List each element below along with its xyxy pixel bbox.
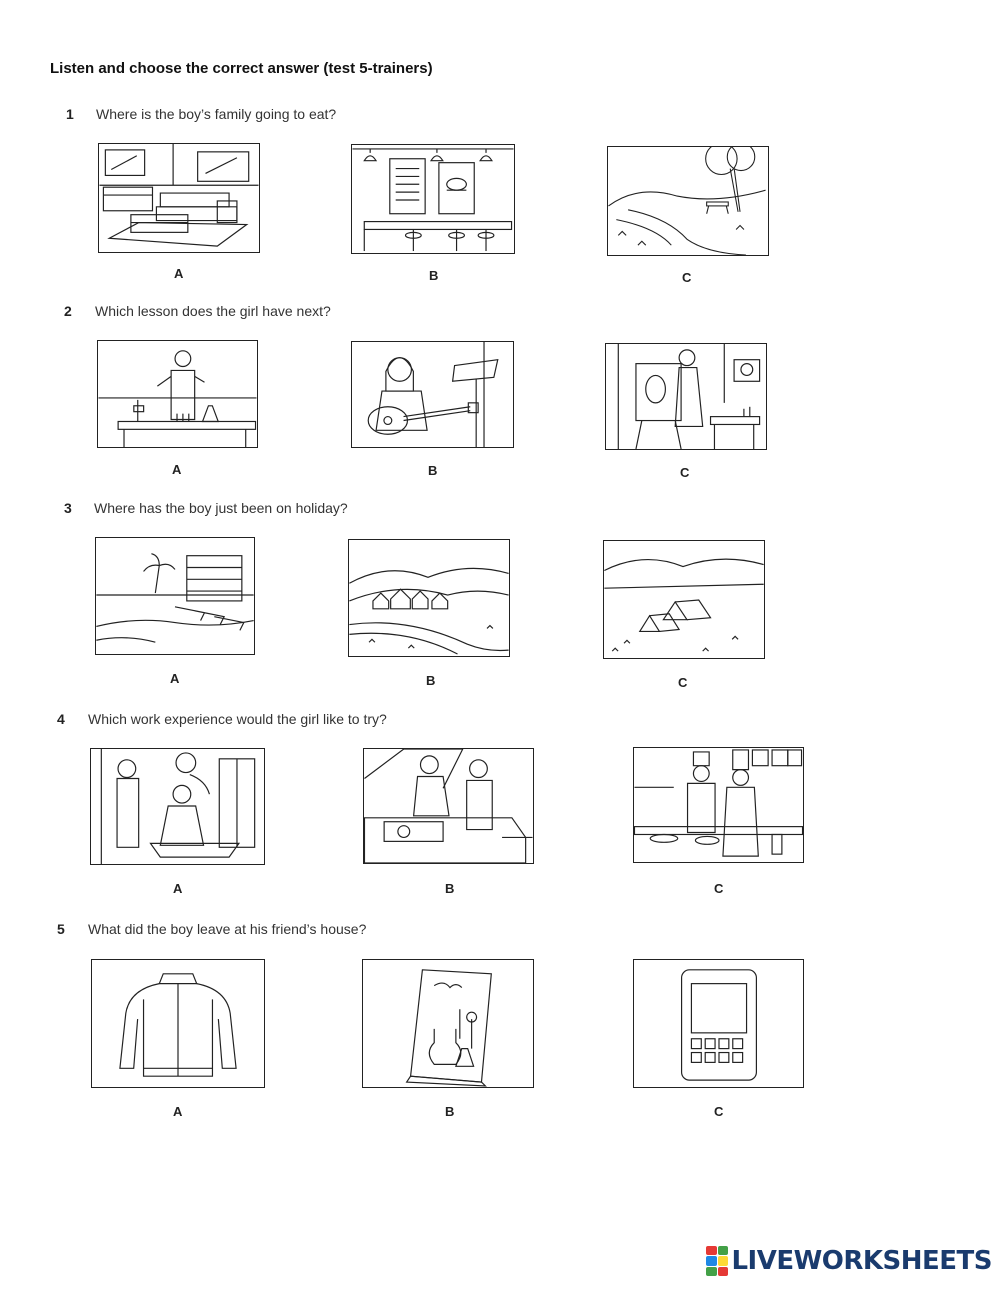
picture-countryside-village[interactable] (348, 539, 510, 657)
question-text: What did the boy leave at his friend’s h… (88, 921, 367, 937)
question-number: 1 (66, 106, 74, 122)
question-number: 3 (64, 500, 72, 516)
option-label: A (170, 671, 180, 686)
option-label: A (174, 266, 184, 281)
option-label: B (429, 268, 439, 283)
brand-name: LIVEWORKSHEETS (731, 1246, 992, 1276)
picture-car-mechanic[interactable] (363, 748, 534, 864)
option-label: B (428, 463, 438, 478)
picture-science-lab[interactable] (97, 340, 258, 448)
liveworksheets-logo-icon (706, 1246, 729, 1276)
picture-jacket[interactable] (91, 959, 265, 1088)
option-label: B (426, 673, 436, 688)
picture-restaurant-kitchen[interactable] (633, 747, 804, 863)
picture-guitar-music[interactable] (351, 341, 514, 448)
option-label: C (680, 465, 690, 480)
picture-picnic-by-river[interactable] (607, 146, 769, 256)
picture-beach-hotel[interactable] (95, 537, 255, 655)
option-label: C (714, 881, 724, 896)
option-label: A (173, 1104, 183, 1119)
picture-hair-salon[interactable] (90, 748, 265, 865)
option-label: C (714, 1104, 724, 1119)
question-number: 5 (57, 921, 65, 937)
liveworksheets-brand[interactable]: LIVEWORKSHEETS (706, 1243, 992, 1279)
option-label: B (445, 1104, 455, 1119)
picture-art-painting[interactable] (605, 343, 767, 450)
question-text: Which lesson does the girl have next? (95, 303, 331, 319)
question-number: 4 (57, 711, 65, 727)
worksheet-title: Listen and choose the correct answer (te… (50, 60, 433, 77)
picture-campsite-tents[interactable] (603, 540, 765, 659)
picture-science-book[interactable] (362, 959, 534, 1088)
picture-tablet[interactable] (633, 959, 804, 1088)
question-number: 2 (64, 303, 72, 319)
question-text: Where has the boy just been on holiday? (94, 500, 348, 516)
option-label: A (172, 462, 182, 477)
option-label: C (682, 270, 692, 285)
question-text: Where is the boy’s family going to eat? (96, 106, 337, 122)
option-label: A (173, 881, 183, 896)
option-label: B (445, 881, 455, 896)
picture-fast-food-restaurant[interactable] (351, 144, 515, 254)
option-label: C (678, 675, 688, 690)
question-text: Which work experience would the girl lik… (88, 711, 387, 727)
picture-living-room[interactable] (98, 143, 260, 253)
